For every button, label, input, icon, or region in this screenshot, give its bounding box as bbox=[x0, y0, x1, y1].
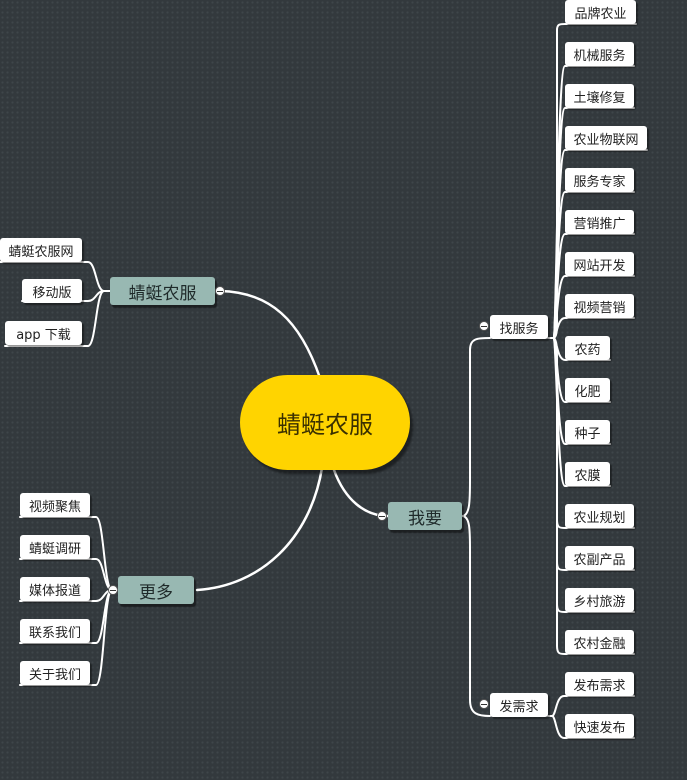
leaf-label: 移动版 bbox=[32, 285, 72, 301]
leaf-service-web-dev[interactable]: 网站开发 bbox=[565, 252, 634, 276]
leaf-label: 服务专家 bbox=[573, 174, 626, 190]
leaf-label: 发布需求 bbox=[573, 678, 626, 694]
branch-brand-label: 蜻蜓农服 bbox=[128, 283, 197, 304]
leaf-brand-website[interactable]: 蜻蜓农服网 bbox=[0, 238, 82, 262]
leaf-service-machinery[interactable]: 机械服务 bbox=[565, 42, 634, 66]
leaf-label: 视频聚焦 bbox=[28, 499, 81, 515]
branch-want-label: 我要 bbox=[408, 508, 442, 529]
collapse-toggle-post-demand[interactable] bbox=[479, 699, 489, 709]
central-topic[interactable]: 蜻蜓农服 bbox=[240, 375, 410, 470]
branch-brand[interactable]: 蜻蜓农服 bbox=[110, 277, 215, 305]
sub-branch-post-demand[interactable]: 发需求 bbox=[490, 693, 548, 717]
leaf-service-rural-tourism[interactable]: 乡村旅游 bbox=[565, 588, 634, 612]
leaf-label: 联系我们 bbox=[28, 625, 81, 641]
leaf-label: 营销推广 bbox=[573, 216, 626, 232]
leaf-more-contact[interactable]: 联系我们 bbox=[20, 619, 90, 643]
leaf-service-soil-repair[interactable]: 土壤修复 bbox=[565, 84, 634, 108]
branch-more[interactable]: 更多 bbox=[118, 576, 194, 604]
leaf-service-by-products[interactable]: 农副产品 bbox=[565, 546, 634, 570]
collapse-toggle-more[interactable] bbox=[108, 585, 118, 595]
leaf-label: 快速发布 bbox=[573, 720, 626, 736]
leaf-label: 农副产品 bbox=[573, 552, 626, 568]
branch-want[interactable]: 我要 bbox=[388, 502, 462, 530]
leaf-demand-quick-publish[interactable]: 快速发布 bbox=[565, 714, 634, 738]
leaf-label: 网站开发 bbox=[573, 258, 626, 274]
collapse-toggle-find-service[interactable] bbox=[479, 321, 489, 331]
leaf-label: 农村金融 bbox=[573, 636, 626, 652]
leaf-service-marketing[interactable]: 营销推广 bbox=[565, 210, 634, 234]
leaf-label: 土壤修复 bbox=[573, 90, 626, 106]
leaf-more-about[interactable]: 关于我们 bbox=[20, 661, 90, 685]
leaf-service-fertilizer[interactable]: 化肥 bbox=[565, 378, 610, 402]
leaf-label: 机械服务 bbox=[573, 48, 626, 64]
leaf-label: 农药 bbox=[574, 342, 601, 358]
sub-branch-label: 发需求 bbox=[499, 699, 539, 715]
leaf-label: 种子 bbox=[574, 426, 601, 442]
leaf-label: 品牌农业 bbox=[574, 6, 627, 22]
leaf-more-research[interactable]: 蜻蜓调研 bbox=[20, 535, 90, 559]
leaf-service-planning[interactable]: 农业规划 bbox=[565, 504, 634, 528]
leaf-label: 农业物联网 bbox=[573, 132, 639, 148]
leaf-label: 蜻蜓农服网 bbox=[8, 244, 74, 260]
leaf-service-seeds[interactable]: 种子 bbox=[565, 420, 610, 444]
branch-more-label: 更多 bbox=[139, 582, 173, 603]
leaf-label: 化肥 bbox=[574, 384, 601, 400]
leaf-label: 农业规划 bbox=[573, 510, 626, 526]
leaf-brand-mobile[interactable]: 移动版 bbox=[22, 279, 82, 303]
leaf-brand-app-download[interactable]: app 下载 bbox=[5, 321, 82, 345]
leaf-service-brand-agriculture[interactable]: 品牌农业 bbox=[565, 0, 636, 24]
leaf-service-film[interactable]: 农膜 bbox=[565, 462, 610, 486]
leaf-label: 媒体报道 bbox=[28, 583, 81, 599]
leaf-more-media[interactable]: 媒体报道 bbox=[20, 577, 90, 601]
leaf-label: 农膜 bbox=[574, 468, 601, 484]
leaf-label: 乡村旅游 bbox=[573, 594, 626, 610]
leaf-service-pesticide[interactable]: 农药 bbox=[565, 336, 610, 360]
leaf-label: app 下载 bbox=[16, 327, 71, 343]
leaf-label: 视频营销 bbox=[573, 300, 626, 316]
leaf-label: 关于我们 bbox=[28, 667, 81, 683]
collapse-toggle-brand[interactable] bbox=[215, 286, 225, 296]
central-topic-label: 蜻蜓农服 bbox=[277, 411, 373, 439]
leaf-service-rural-finance[interactable]: 农村金融 bbox=[565, 630, 634, 654]
collapse-toggle-want[interactable] bbox=[377, 511, 387, 521]
leaf-service-experts[interactable]: 服务专家 bbox=[565, 168, 634, 192]
leaf-demand-publish[interactable]: 发布需求 bbox=[565, 672, 634, 696]
leaf-more-video[interactable]: 视频聚焦 bbox=[20, 493, 90, 517]
sub-branch-label: 找服务 bbox=[499, 321, 539, 337]
leaf-label: 蜻蜓调研 bbox=[28, 541, 81, 557]
leaf-service-video-marketing[interactable]: 视频营销 bbox=[565, 294, 634, 318]
leaf-service-iot[interactable]: 农业物联网 bbox=[565, 126, 647, 150]
sub-branch-find-service[interactable]: 找服务 bbox=[490, 315, 548, 339]
